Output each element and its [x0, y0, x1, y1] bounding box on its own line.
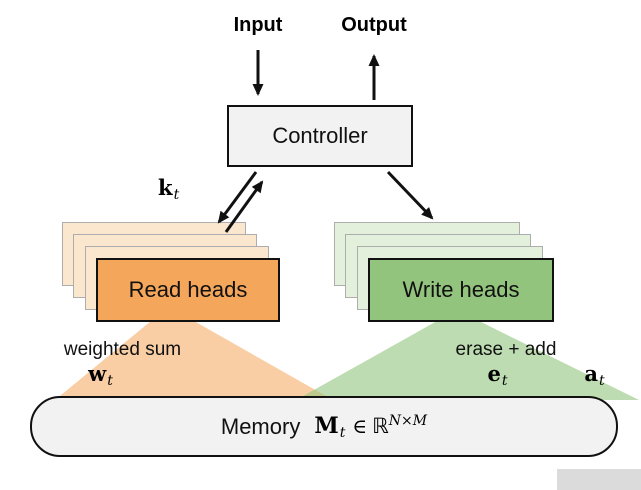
read-heads-label: Read heads	[128, 277, 248, 302]
weight-subscript: t	[107, 373, 113, 389]
erase-symbol: e	[487, 361, 501, 386]
read-heads-box: Read heads	[96, 258, 280, 322]
read-weighting-triangle	[55, 321, 333, 400]
weighted-sum-label: weighted sum	[63, 339, 182, 360]
memory-matrix-symbol: M	[314, 412, 339, 439]
erase-add-label: erase + add	[455, 339, 557, 360]
write-heads-label: Write heads	[402, 277, 520, 302]
memory-box: Memory Mt ∈ℝN×M	[30, 396, 618, 457]
memory-matrix-expression: Mt ∈ℝN×M	[314, 413, 427, 441]
memory-dimensions-superscript: N×M	[388, 412, 428, 429]
add-vector-label: at	[567, 361, 622, 389]
memory-label: Memory	[220, 413, 301, 439]
controller-label: Controller	[272, 123, 368, 148]
key-vector-label: kt	[158, 175, 179, 203]
output-label: Output	[341, 14, 407, 36]
weight-vector-label: wt	[73, 361, 128, 389]
add-symbol: a	[584, 361, 598, 386]
erase-subscript: t	[501, 373, 508, 389]
element-of-symbol: ∈	[352, 413, 368, 438]
key-symbol: k	[158, 175, 173, 200]
add-subscript: t	[598, 373, 605, 389]
memory-matrix-subscript: t	[339, 424, 346, 441]
erase-vector-label: et	[470, 361, 525, 389]
key-subscript: t	[173, 187, 180, 203]
controller-box: Controller	[227, 105, 413, 167]
write-weighting-triangle	[296, 321, 639, 400]
input-label: Input	[233, 14, 283, 36]
corner-artifact	[557, 469, 641, 490]
weight-symbol: w	[88, 361, 107, 386]
write-heads-box: Write heads	[368, 258, 554, 322]
reals-symbol: ℝ	[372, 413, 389, 438]
